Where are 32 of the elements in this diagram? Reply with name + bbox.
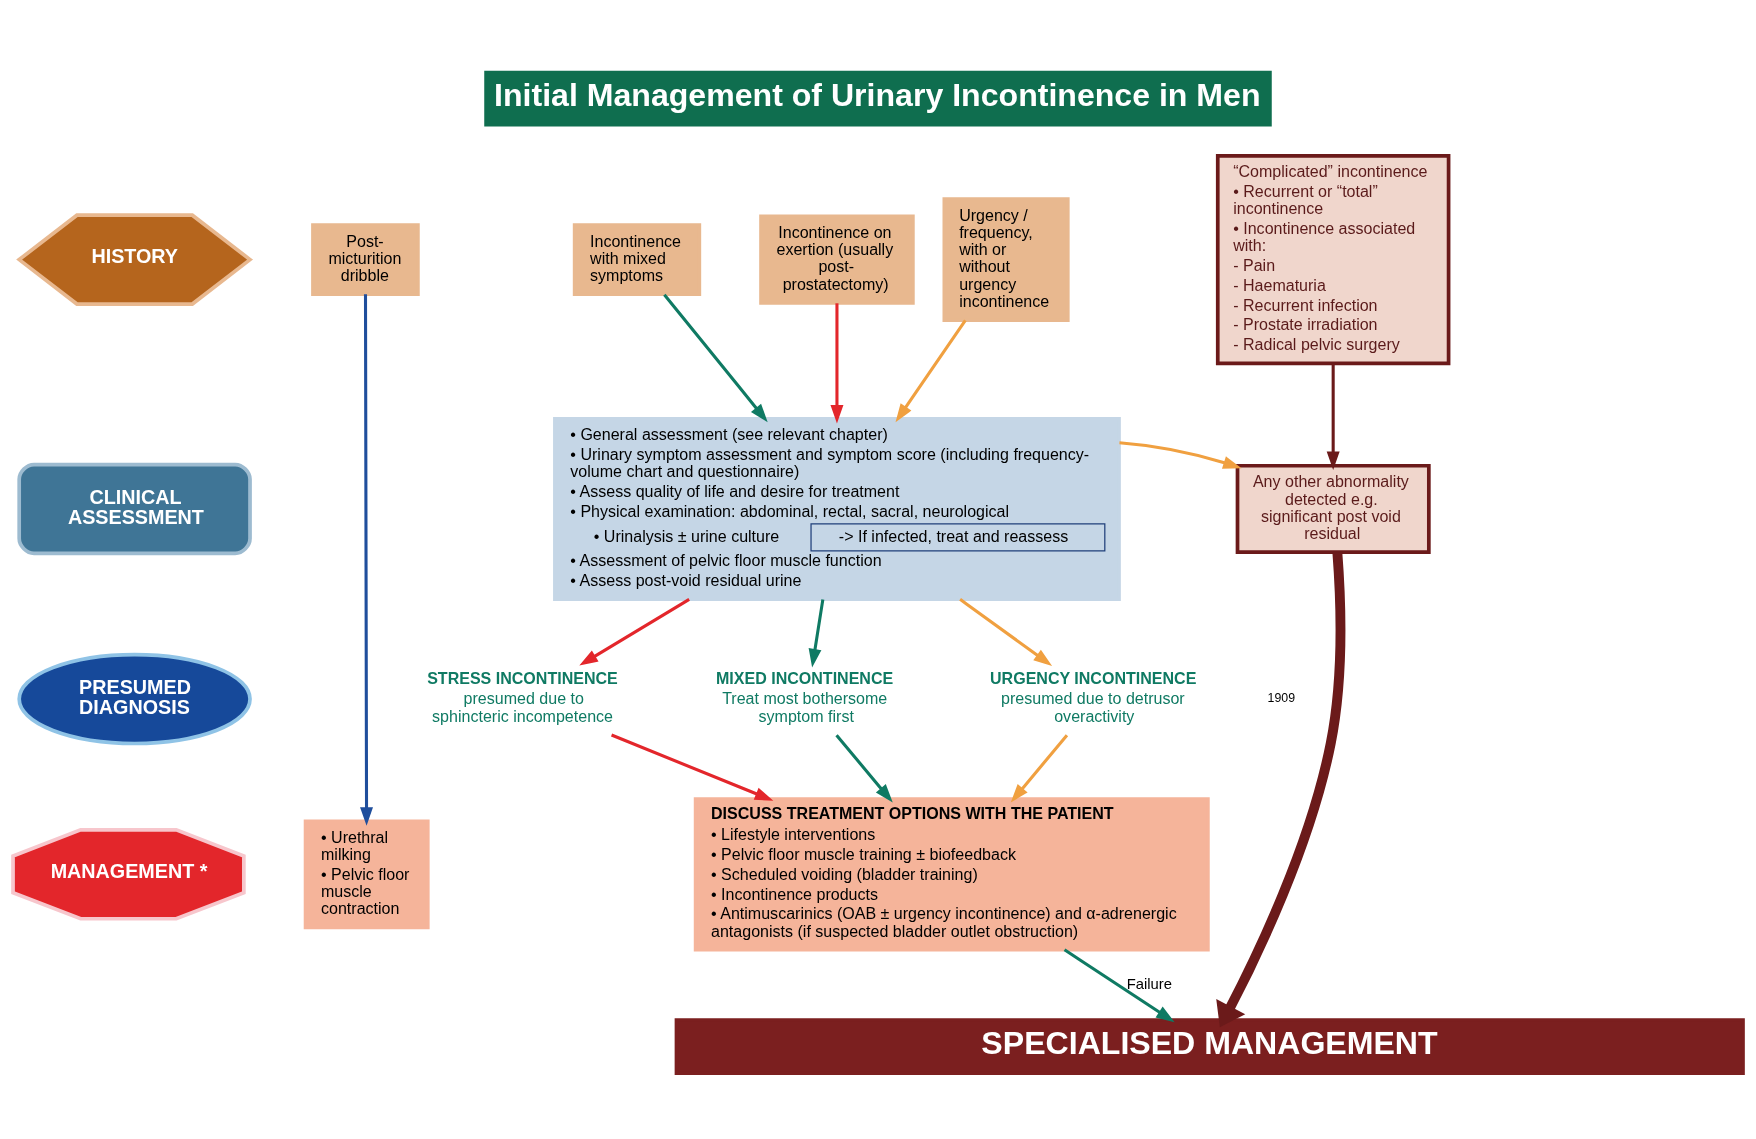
arrow	[1010, 734, 1069, 803]
arrow	[1063, 948, 1175, 1023]
arrow	[663, 293, 768, 423]
arrow	[360, 294, 374, 826]
diagram-title: Initial Management of Urinary Incontinence in Men	[494, 76, 1261, 113]
label: 1909	[1267, 691, 1296, 706]
node-box: • General assessment (see relevant chapter) • Urinary symptom assessment and symptom score (including frequency-volume chart and questionnaire) • Assess quality of life and desire for treatment • Physical examination: abdominal, rectal, sacral, neurological • Urinalysis ± urine culture -> If infected, treat and reassess • Assessment of pelvic floor muscle function • Assess post-void residual urine	[553, 417, 1121, 601]
node-text: STRESS INCONTINENCE presumed due to sphincteric incompetence	[427, 668, 618, 725]
arrow	[959, 598, 1053, 666]
arrow	[1119, 441, 1242, 469]
node-text: URGENCY INCONTINENCE presumed due to detrusor overactivity	[990, 668, 1197, 725]
arrow	[835, 734, 893, 803]
arrow	[895, 319, 967, 423]
node-box: DISCUSS TREATMENT OPTIONS WITH THE PATIENT • Lifestyle interventions • Pelvic floor muscle training ± biofeedback • Scheduled voiding (bladder training) • Incontinence products • Antimuscarinics (OAB ± urgency incontinence) and α-adrenergic antagonists (if suspected bladder outlet obstruction)	[693, 797, 1210, 952]
node-box: CLINICAL ASSESSMENT	[17, 462, 252, 556]
arrow	[611, 733, 774, 801]
arrow	[1216, 552, 1346, 1028]
arrow	[1326, 363, 1340, 471]
node-box: SPECIALISED MANAGEMENT	[674, 1018, 1745, 1075]
node-text: MIXED INCONTINENCE Treat most bothersome symptom first	[715, 668, 894, 725]
arrow	[830, 303, 844, 424]
node-box: • Urethral milking • Pelvic floor muscle contraction	[303, 819, 430, 930]
node-ellipse: PRESUMED DIAGNOSIS	[17, 652, 252, 746]
node-box: Incontinence with mixed symptoms	[572, 223, 702, 297]
node-box: Incontinence on exertion (usually post-prostatectomy)	[759, 214, 915, 305]
arrow	[579, 598, 690, 666]
arrow	[808, 599, 825, 668]
node-box: Urgency / frequency, with or without urgency incontinence	[942, 197, 1070, 322]
node-box: “Complicated” incontinence • Recurrent or “total” incontinence • Incontinence associated with: - Pain - Haematuria - Recurrent infection - Prostate irradiation - Radical pelvic surgery	[1215, 154, 1451, 366]
node-box: Any other abnormality detected e.g. significant post void residual	[1235, 463, 1431, 554]
edge-label: Failure	[1126, 975, 1172, 992]
node-box: Post-micturition dribble	[311, 223, 420, 297]
